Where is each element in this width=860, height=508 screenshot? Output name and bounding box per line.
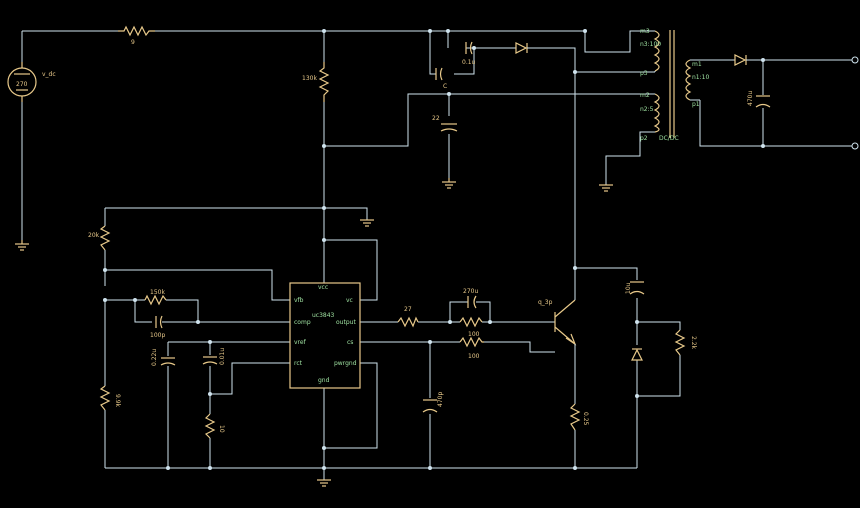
svg-text:0.25: 0.25 [582,412,589,426]
svg-text:22: 22 [432,115,440,122]
svg-text:m2: m2 [640,92,650,99]
svg-text:150k: 150k [150,289,165,296]
pin-vref: vref [294,339,307,346]
capacitor-470p[interactable]: 470p [422,392,444,413]
capacitor-bulk[interactable]: 22 [432,115,458,132]
svg-text:m1: m1 [692,61,702,68]
svg-text:100: 100 [468,331,480,338]
capacitor-small[interactable]: C [435,67,447,90]
capacitor-270u[interactable]: 270u [463,288,478,309]
diode-snubber[interactable] [631,348,643,361]
resistor-130k[interactable]: 130k [302,62,330,102]
svg-text:130k: 130k [302,75,317,82]
pin-rct: rct [294,360,303,367]
resistor-2k2[interactable]: 2.2k [674,329,697,356]
output-terminal-plus[interactable] [851,56,859,64]
svg-text:0.1u: 0.1u [462,59,476,66]
ground-icon [360,219,374,227]
ground-symbols [15,178,613,487]
resistor-100b[interactable]: 100 [459,336,484,360]
svg-text:DC/DC: DC/DC [659,135,679,142]
pin-output: output [336,319,356,326]
transistor-q3p[interactable]: q_3p [538,268,577,352]
diode-output[interactable] [734,54,749,66]
ground-icon [442,178,456,189]
svg-text:270u: 270u [463,288,478,295]
ic-name: uc3843 [312,312,335,319]
pin-comp: comp [294,319,311,326]
resistor-10[interactable]: 10 [204,413,225,439]
resistor-sense[interactable]: 0.25 [569,403,589,431]
resistor-150k[interactable]: 150k [144,289,167,306]
capacitor-470u[interactable]: 470u [747,91,771,108]
svg-text:470u: 470u [747,91,754,106]
svg-text:p1: p1 [692,101,700,108]
ground-icon [599,184,613,192]
svg-text:n3:100: n3:100 [640,41,661,48]
pin-vfb: vfb [294,297,304,304]
source-name: v_dc [42,71,56,78]
svg-text:10: 10 [218,425,225,433]
svg-text:100p: 100p [150,332,165,339]
svg-text:q_3p: q_3p [538,299,553,306]
svg-text:27: 27 [404,306,412,313]
svg-text:0.01u: 0.01u [219,348,226,365]
resistor-100a[interactable]: 100 [459,316,483,338]
capacitor-vref[interactable]: 0.22u [151,349,176,366]
dc-source[interactable]: v_dc 270 [7,62,56,102]
svg-text:2.2k: 2.2k [690,336,697,350]
ground-icon [317,479,331,487]
capacitor-0u1[interactable]: 0.1u [462,41,476,66]
capacitor-rct[interactable]: 0.01u [202,348,226,365]
pin-gnd: gnd [318,377,330,384]
resistor-27[interactable]: 27 [397,306,419,328]
svg-text:9.9k: 9.9k [114,394,121,408]
svg-text:m3: m3 [640,28,650,35]
junction-dots [103,29,765,470]
svg-text:470p: 470p [437,392,444,407]
svg-text:p3: p3 [640,70,648,77]
svg-text:100: 100 [468,353,480,360]
resistor-r-top[interactable]: 9 [118,25,155,46]
transformer[interactable]: m3 n3:100 p3 m2 n2:5 p2 m1 n1:10 p1 DC/D… [640,28,709,142]
svg-text:C: C [443,83,447,90]
output-terminal-minus[interactable] [851,142,859,150]
pin-vc: vc [346,297,353,304]
svg-text:0.22u: 0.22u [151,349,158,366]
resistor-9k9[interactable]: 9.9k [99,385,121,411]
diode-top[interactable] [515,42,530,54]
capacitor-10u[interactable]: 10u [625,281,645,295]
svg-text:10u: 10u [625,282,632,294]
svg-text:n2:5: n2:5 [640,106,654,113]
svg-text:p2: p2 [640,135,648,142]
source-value: 270 [16,81,28,88]
capacitor-100p[interactable]: 100p [150,315,165,339]
ic-uc3843[interactable]: vcc vfb vc comp uc3843 output vref cs rc… [289,282,361,389]
ground-icon [15,240,29,251]
wires [21,30,852,480]
pin-vcc: vcc [318,284,328,291]
svg-text:n1:10: n1:10 [692,74,709,81]
svg-text:20k: 20k [88,232,100,239]
resistor-20k[interactable]: 20k [88,225,111,251]
pin-cs: cs [347,339,353,346]
pin-pwrgnd: pwrgnd [334,360,357,367]
svg-text:9: 9 [131,39,135,46]
